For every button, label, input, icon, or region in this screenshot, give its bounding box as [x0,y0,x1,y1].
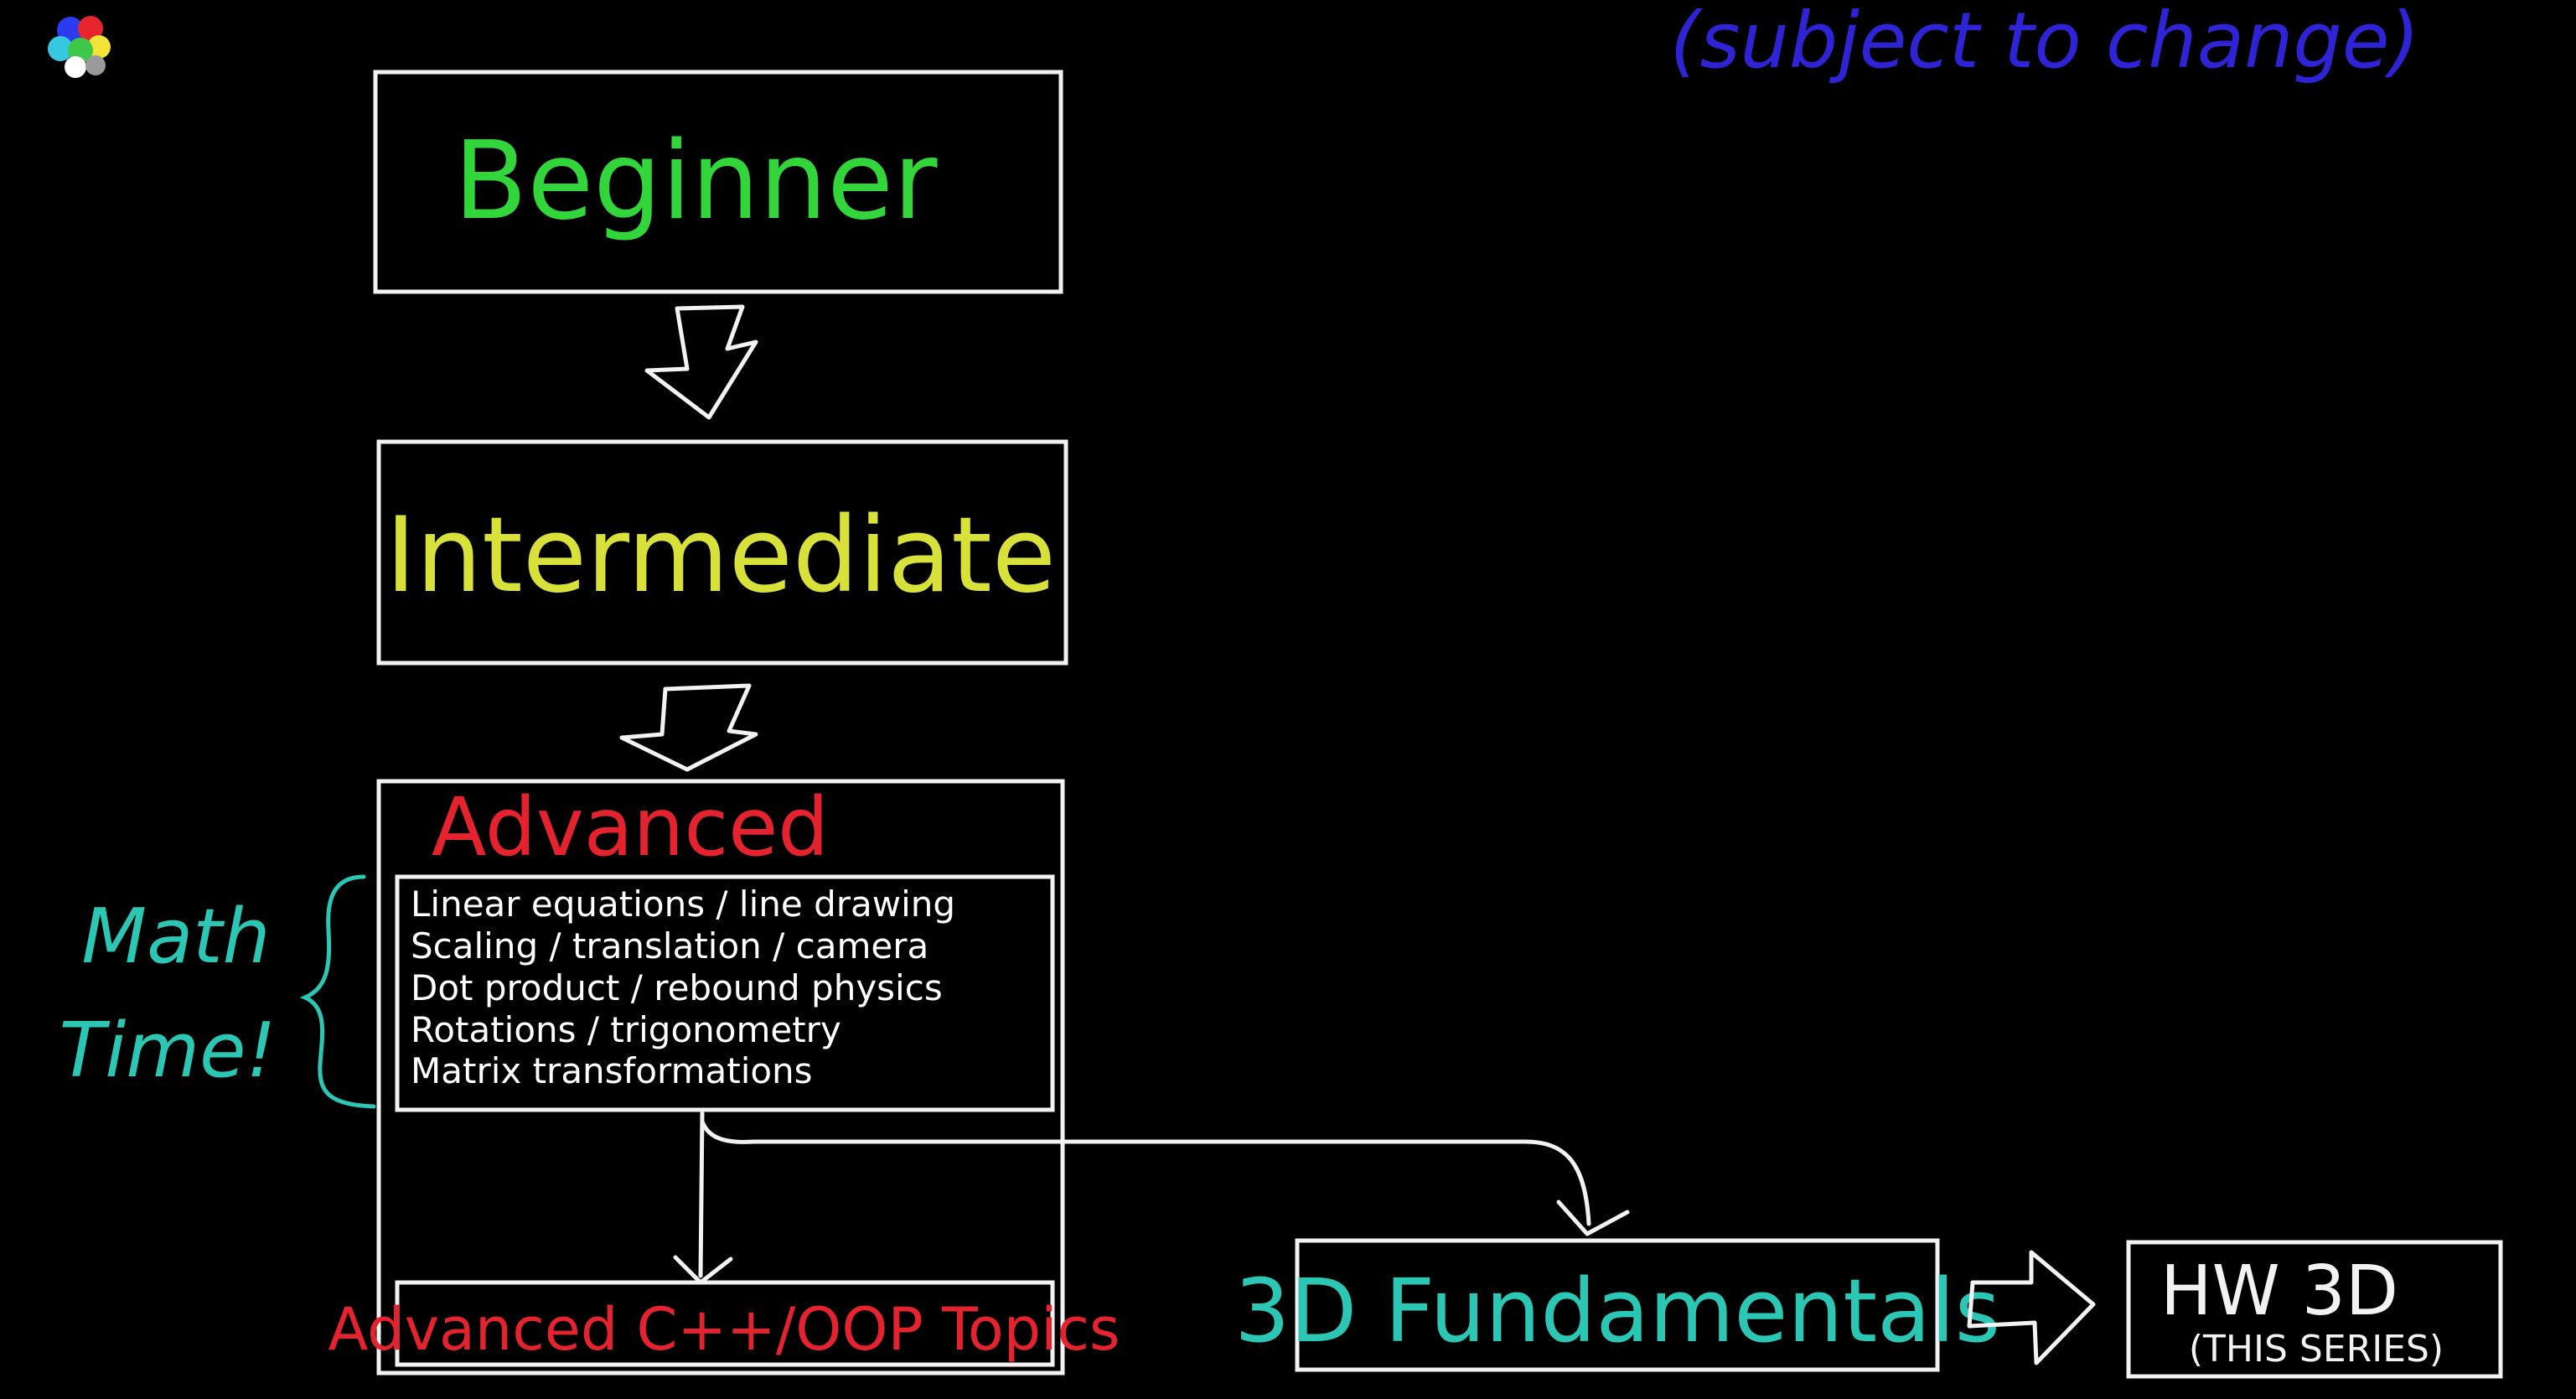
hw3d-subtitle: (THIS SERIES) [2189,1328,2444,1371]
math-label-line2: Time! [59,1007,276,1095]
topic-item: Rotations / trigonometry [411,1009,841,1050]
beginner-label: Beginner [454,119,938,244]
arrow-head-icon [673,1255,733,1285]
down-arrow-icon [644,304,758,420]
fundamentals-label: 3D Fundamentals [1234,1260,2000,1362]
topic-item: Dot product / rebound physics [411,967,943,1008]
advanced-topics-box: Advanced C++/OOP Topics [328,1280,1120,1367]
beginner-box: Beginner [373,70,1063,294]
math-time-annotation: Math Time! [59,874,376,1109]
intermediate-box: Intermediate [376,439,1068,666]
math-label-line1: Math [81,893,270,981]
topic-item: Linear equations / line drawing [411,883,955,925]
intermediate-label: Intermediate [385,495,1056,616]
curly-brace-icon [299,874,376,1109]
hw3d-title: HW 3D [2160,1251,2398,1331]
arrow-head-icon [1556,1200,1630,1236]
right-arrow-icon [1967,1250,2096,1365]
connector-lines [673,1111,1630,1285]
color-dots-icon [48,16,111,78]
advanced-label: Advanced [432,780,829,874]
math-topics-box: Linear equations / line drawing Scaling … [395,874,1055,1112]
topic-item: Scaling / translation / camera [411,925,928,966]
subject-to-change-note: (subject to change) [1670,0,2420,85]
topic-item: Matrix transformations [411,1050,813,1091]
advanced-topics-label: Advanced C++/OOP Topics [328,1295,1120,1364]
advanced-box: Advanced [376,779,1065,1376]
down-arrow-icon [619,683,758,772]
fundamentals-box: 3D Fundamentals [1234,1238,2000,1372]
hw3d-box: HW 3D (THIS SERIES) [2126,1240,2503,1379]
